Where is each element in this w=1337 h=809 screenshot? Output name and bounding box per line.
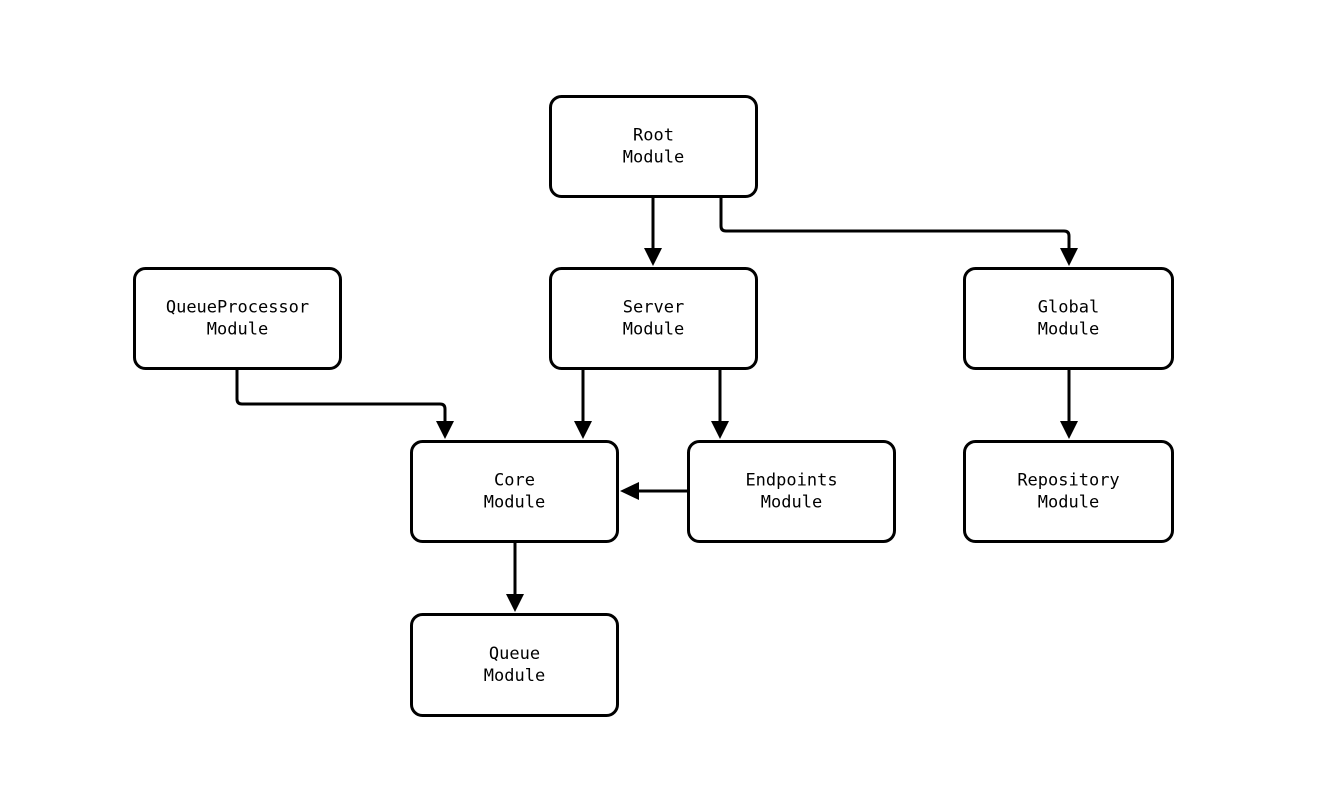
arrowhead-root-global [1060, 248, 1078, 266]
node-box-root[interactable] [549, 95, 758, 198]
node-label-server-line2: Module [623, 320, 684, 340]
node-box-global[interactable] [963, 267, 1174, 370]
node-label-global-line2: Module [1038, 320, 1099, 340]
node-label-endpoints-line1: Endpoints [745, 471, 837, 491]
arrowhead-server-endpoints [711, 421, 729, 439]
edge-line-root-global [719, 198, 1071, 252]
node-label-queue-line2: Module [484, 666, 545, 686]
arrowhead-root-server [644, 248, 662, 266]
arrowhead-global-repository [1060, 421, 1078, 439]
edges-layer [235, 198, 1078, 612]
edge-queueprocessor-core [235, 370, 454, 439]
node-label-endpoints-line2: Module [761, 493, 822, 513]
node-box-server[interactable] [549, 267, 758, 370]
edge-root-server [644, 198, 662, 266]
edge-line-queueprocessor-core [235, 370, 447, 425]
node-label-queueprocessor-line2: Module [207, 320, 268, 340]
node-box-core[interactable] [410, 440, 619, 543]
arrowhead-server-core [574, 421, 592, 439]
node-label-queue-line1: Queue [489, 644, 540, 664]
arrowhead-endpoints-core [620, 482, 639, 500]
node-label-core-line2: Module [484, 493, 545, 513]
arrowhead-core-queue [506, 594, 524, 612]
node-label-repository-line1: Repository [1017, 471, 1119, 491]
edge-endpoints-core [620, 482, 687, 500]
edge-global-repository [1060, 370, 1078, 439]
arrowhead-queueprocessor-core [436, 421, 454, 439]
node-box-queue[interactable] [410, 613, 619, 717]
node-label-root-line2: Module [623, 148, 684, 168]
node-label-core-line1: Core [494, 471, 535, 491]
node-label-queueprocessor-line1: QueueProcessor [166, 298, 309, 318]
node-box-queueprocessor[interactable] [133, 267, 342, 370]
edge-core-queue [506, 543, 524, 612]
node-label-repository-line2: Module [1038, 493, 1099, 513]
edge-server-core [574, 370, 592, 439]
node-label-global-line1: Global [1038, 298, 1099, 318]
edge-server-endpoints [711, 370, 729, 439]
node-box-endpoints[interactable] [687, 440, 896, 543]
node-box-repository[interactable] [963, 440, 1174, 543]
node-label-server-line1: Server [623, 298, 684, 318]
edge-root-global [719, 198, 1078, 266]
nodes-layer: RootModuleQueueProcessorModuleServerModu… [133, 95, 1174, 717]
node-label-root-line1: Root [633, 126, 674, 146]
